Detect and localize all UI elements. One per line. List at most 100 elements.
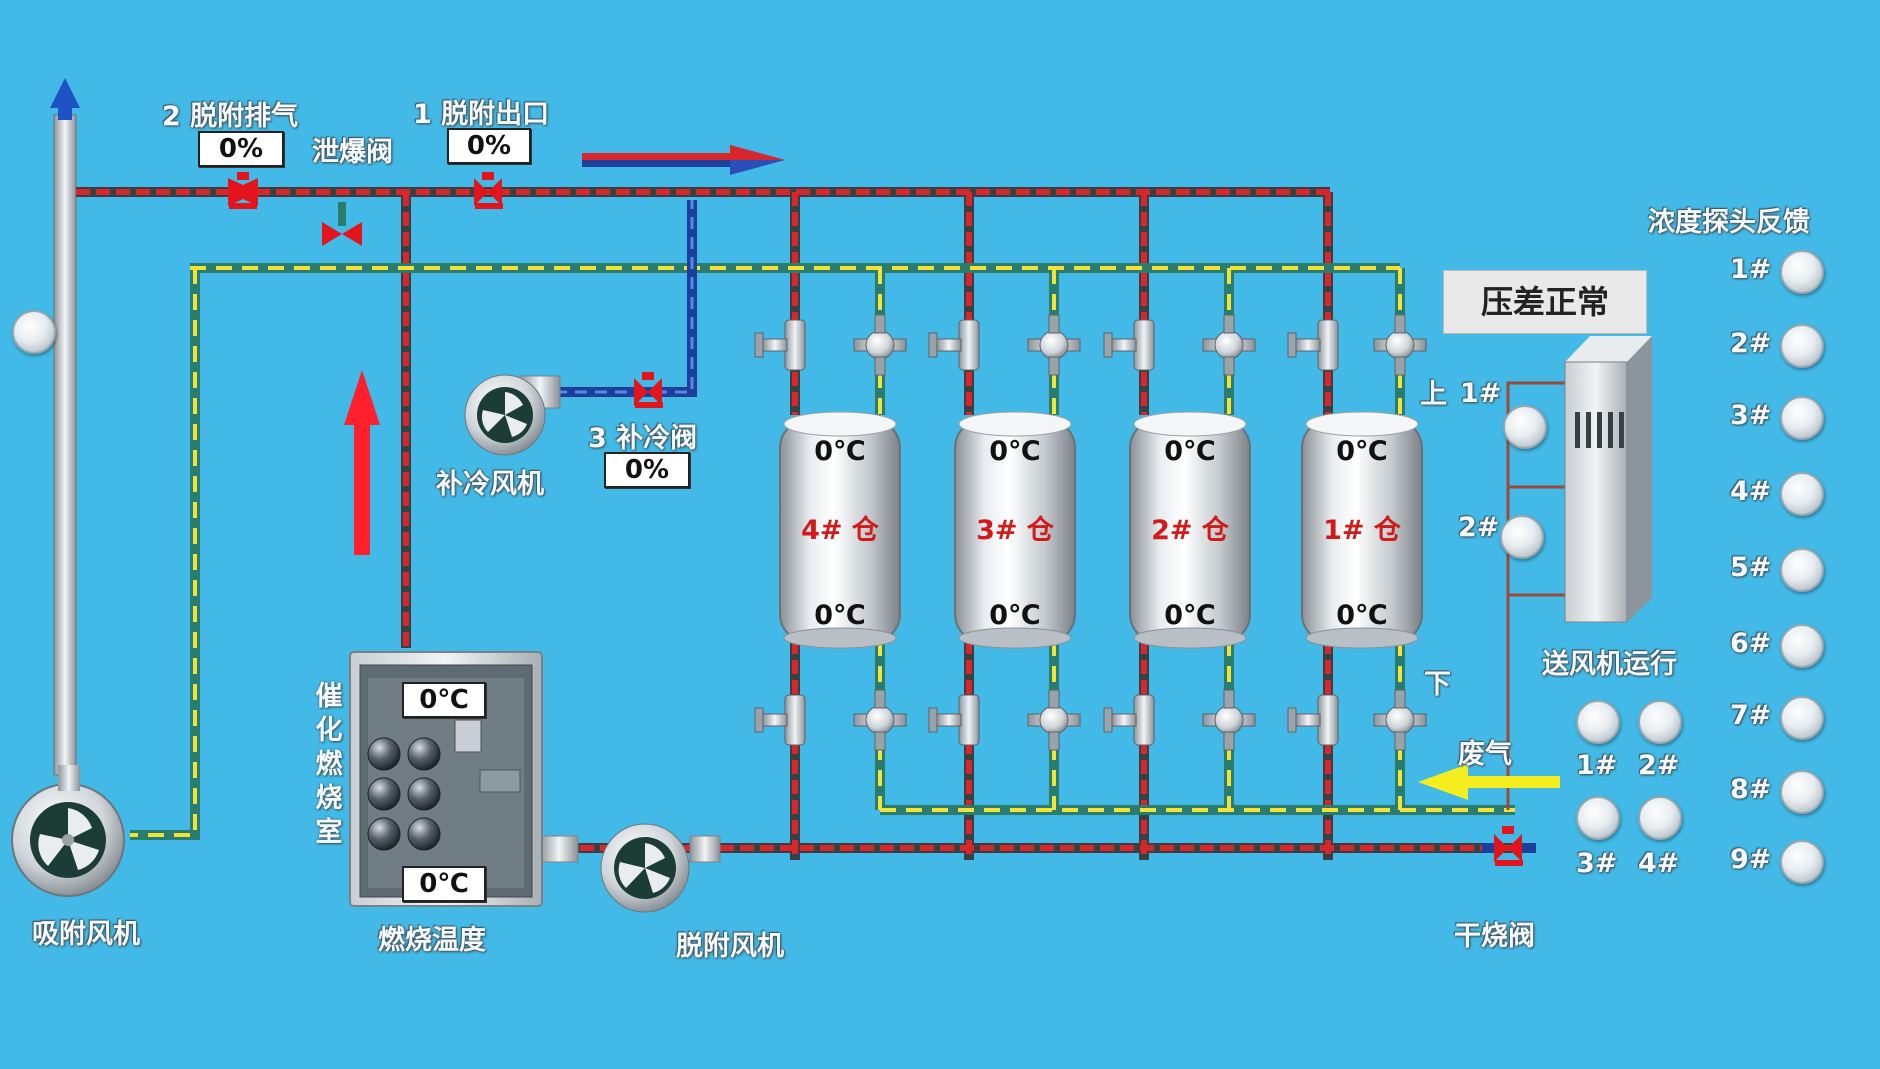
cooling-fan-label: 补冷风机	[436, 469, 544, 500]
pressure-sensor-2-label: 2#	[1458, 512, 1500, 543]
gate-valve-icon	[1103, 319, 1155, 371]
supply-fan-1-label: 1#	[1576, 750, 1618, 781]
probe-5-label: 5#	[1730, 552, 1772, 583]
stack-indicator-lamp	[12, 310, 56, 354]
supply-fan-4-lamp	[1638, 796, 1682, 840]
concentration-title: 浓度探头反馈	[1648, 207, 1810, 238]
probe-2-lamp	[1780, 324, 1824, 368]
probe-3-label: 3#	[1730, 400, 1772, 431]
ball-valve-icon	[1373, 314, 1427, 376]
gate-valve-icon	[754, 694, 806, 746]
waste-gas-label: 废气	[1458, 739, 1512, 770]
tank-1-name: 1# 仓	[1323, 515, 1401, 546]
tank-1-temp-top: 0℃	[1336, 436, 1388, 467]
desorb-outlet-label: 1 脱附出口	[413, 99, 550, 130]
tank-1-temp-bottom: 0℃	[1336, 600, 1388, 631]
desorb-exhaust-value[interactable]: 0%	[198, 131, 284, 167]
tank-4-name: 4# 仓	[801, 515, 879, 546]
lower-label: 下	[1424, 669, 1451, 700]
desorb-outlet-value[interactable]: 0%	[447, 128, 531, 164]
pressure-cabinet-icon	[1564, 336, 1652, 623]
tank-4-body	[779, 411, 901, 649]
hot-pipes	[76, 187, 1520, 860]
supply-fan-2-label: 2#	[1638, 750, 1680, 781]
tank-bodies	[779, 411, 1423, 649]
gate-valve-icon	[928, 319, 980, 371]
probe-9-lamp	[1780, 840, 1824, 884]
desorb-exhaust-valve-icon	[228, 172, 258, 209]
tank-4-temp-bottom: 0℃	[814, 600, 866, 631]
dry-burn-valve-icon	[1482, 826, 1536, 866]
probe-4-label: 4#	[1730, 476, 1772, 507]
ball-valve-icon	[1202, 689, 1256, 751]
upper-label: 上	[1420, 379, 1447, 410]
ball-valve-icon	[853, 689, 907, 751]
gate-valve-icon	[1287, 694, 1339, 746]
supply-fan-1-lamp	[1576, 700, 1620, 744]
tank-2-temp-top: 0℃	[1164, 436, 1216, 467]
tank-3-temp-bottom: 0℃	[989, 600, 1041, 631]
desorb-exhaust-label: 2 脱附排气	[162, 101, 299, 132]
adsorption-fan-label: 吸附风机	[32, 919, 140, 950]
supply-fan-title: 送风机运行	[1542, 649, 1677, 680]
probe-9-label: 9#	[1730, 844, 1772, 875]
cooling-valve-value[interactable]: 0%	[604, 452, 690, 488]
probe-1-label: 1#	[1730, 254, 1772, 285]
tank-2-temp-bottom: 0℃	[1164, 600, 1216, 631]
waste-gas-arrow	[1418, 764, 1560, 800]
probe-7-lamp	[1780, 696, 1824, 740]
tank-3-body	[954, 411, 1076, 649]
relief-valve-icon	[322, 202, 362, 246]
ball-valve-icon	[1202, 314, 1256, 376]
tank-2-body	[1129, 411, 1251, 649]
ball-valve-icon	[853, 314, 907, 376]
ball-valve-icon	[1373, 689, 1427, 751]
exhaust-stack	[50, 78, 80, 776]
combustion-temp-top: 0℃	[402, 682, 486, 718]
probe-6-label: 6#	[1730, 628, 1772, 659]
gate-valve-icon	[1103, 694, 1155, 746]
flow-arrow-up	[344, 370, 380, 555]
pressure-sensor-1-label: 1#	[1460, 378, 1502, 409]
supply-fan-2-lamp	[1638, 700, 1682, 744]
valve-icons	[228, 172, 1536, 866]
probe-8-label: 8#	[1730, 774, 1772, 805]
cooling-fan-icon	[464, 374, 561, 456]
tank-4-temp-top: 0℃	[814, 436, 866, 467]
ball-valve-icon	[1027, 314, 1081, 376]
cooling-pipe	[555, 200, 697, 397]
tank-1-body	[1301, 411, 1423, 649]
desorption-fan-label: 脱附风机	[676, 931, 784, 962]
gate-valve-icon	[928, 694, 980, 746]
adsorption-fan-icon	[11, 765, 125, 897]
pressure-sensor-1-lamp	[1503, 405, 1547, 449]
gate-valve-icon	[1287, 319, 1339, 371]
tank-3-temp-top: 0℃	[989, 436, 1041, 467]
combustion-temp-label: 燃烧温度	[378, 925, 486, 956]
probe-1-lamp	[1780, 250, 1824, 294]
pressure-sensor-2-lamp	[1500, 515, 1544, 559]
probe-5-lamp	[1780, 548, 1824, 592]
tank-2-name: 2# 仓	[1151, 515, 1229, 546]
ball-valve-icon	[1027, 689, 1081, 751]
flow-arrow-right	[582, 145, 785, 175]
supply-fan-3-label: 3#	[1576, 848, 1618, 879]
probe-4-lamp	[1780, 472, 1824, 516]
tank-3-name: 3# 仓	[976, 515, 1054, 546]
probe-7-label: 7#	[1730, 700, 1772, 731]
probe-2-label: 2#	[1730, 328, 1772, 359]
pressure-tubing	[1506, 381, 1565, 810]
supply-fan-4-label: 4#	[1638, 848, 1680, 879]
probe-6-lamp	[1780, 624, 1824, 668]
combustion-chamber-label: 催化燃烧室	[315, 681, 343, 848]
combustion-temp-bottom: 0℃	[402, 866, 486, 902]
desorb-outlet-valve-icon	[474, 172, 503, 209]
dry-burn-valve-label: 干烧阀	[1454, 921, 1535, 952]
relief-valve-label: 泄爆阀	[312, 137, 393, 168]
gate-valve-icon	[754, 319, 806, 371]
probe-8-lamp	[1780, 770, 1824, 814]
probe-3-lamp	[1780, 396, 1824, 440]
pressure-status-badge: 压差正常	[1443, 270, 1647, 334]
cooling-valve-icon	[634, 372, 663, 408]
